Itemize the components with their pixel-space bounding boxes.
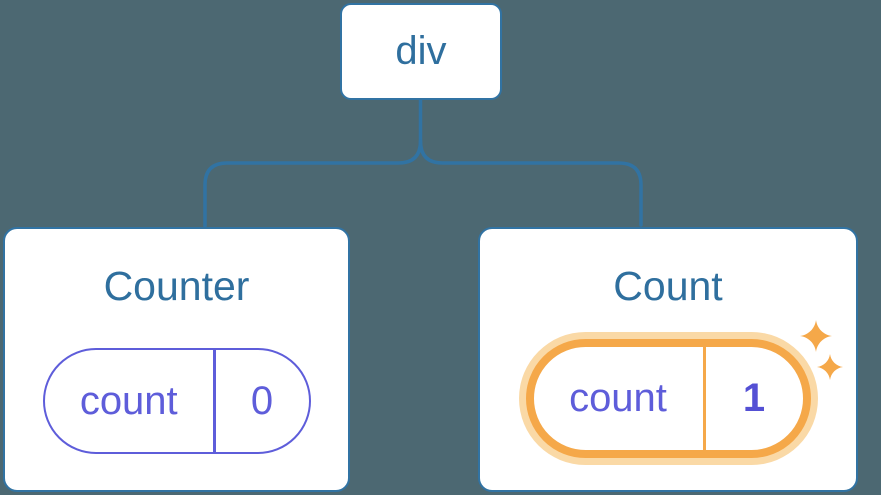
pill-divider [702,347,706,451]
count-state-pill-highlighted: count 1 [525,339,811,459]
pill-divider [213,350,216,453]
state-key-label: count [79,378,178,423]
state-value: 0 [250,378,274,423]
root-node-div: div [340,3,502,100]
counter-state-pill: count 0 [42,348,311,455]
state-value: 1 [742,376,766,421]
count-node-title: Count [613,263,723,309]
root-node-label: div [395,29,447,73]
count-node: Count count 1 [478,227,858,492]
connector-left-branch [203,98,423,228]
state-key-label: count [569,376,667,421]
sparkles-icon [800,320,843,380]
counter-node: Counter count 0 [3,227,350,492]
counter-node-title: Counter [103,263,250,309]
connector-right-branch [418,139,643,227]
